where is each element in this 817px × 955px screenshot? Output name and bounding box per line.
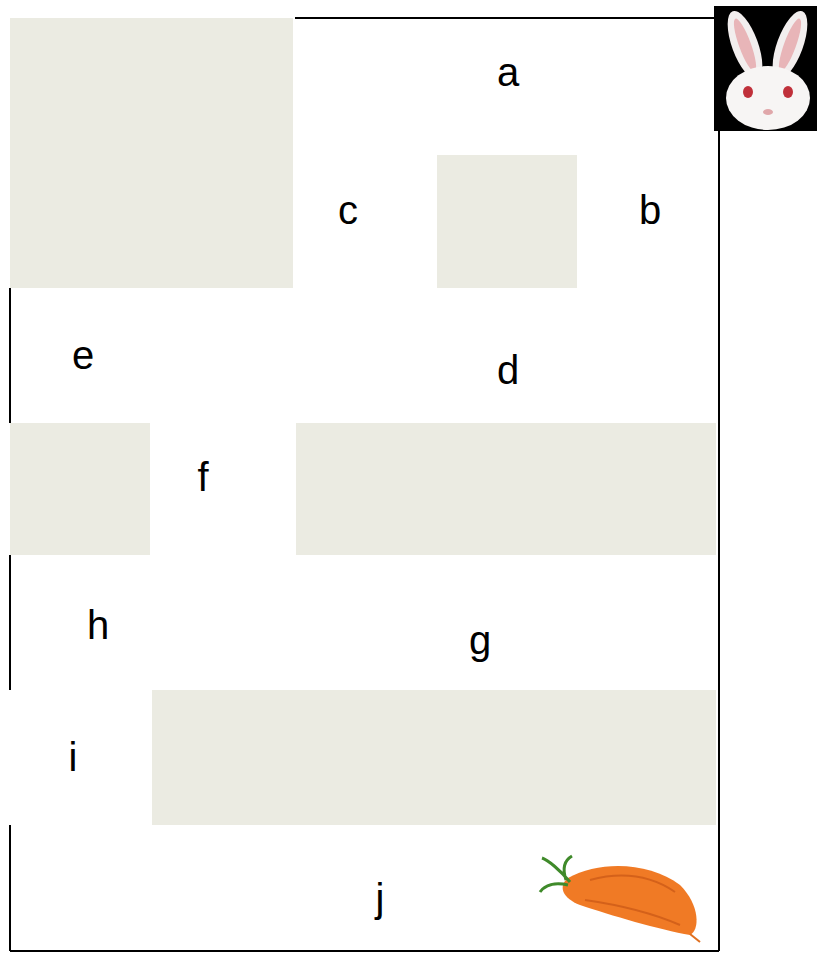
rabbit-picture [714, 6, 817, 131]
position-letter: j [376, 878, 385, 918]
maze-border [10, 18, 719, 951]
maze-walls [10, 18, 716, 825]
position-letter: e [72, 335, 94, 375]
wall-block [437, 155, 577, 288]
carrot-picture [540, 856, 700, 942]
position-letter: d [497, 350, 519, 390]
position-letter: a [497, 52, 519, 92]
wall-block [152, 690, 716, 825]
position-letter: i [69, 737, 78, 777]
position-letter: g [469, 620, 491, 660]
position-letter: b [639, 190, 661, 230]
position-letter: h [87, 605, 109, 645]
wall-block [10, 423, 150, 555]
position-letter: f [197, 457, 208, 497]
position-letter: c [338, 190, 358, 230]
wall-block [296, 423, 716, 555]
wall-block [10, 18, 293, 288]
